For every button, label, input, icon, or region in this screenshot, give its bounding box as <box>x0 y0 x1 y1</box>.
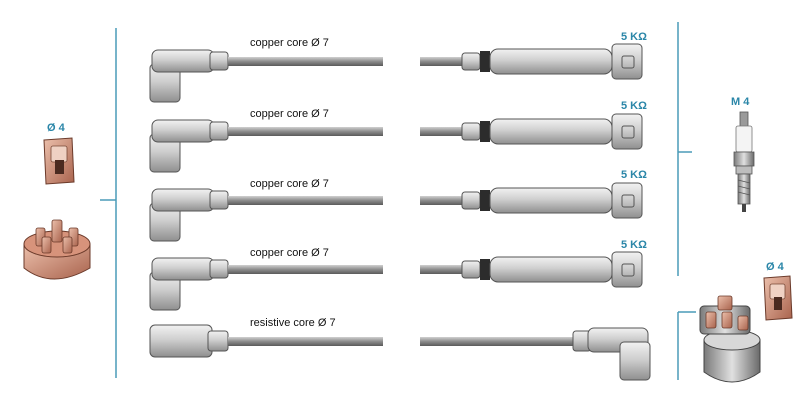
cable-resistance: 5 KΩ <box>621 31 647 43</box>
right-rotor-label: Ø 4 <box>766 261 785 273</box>
straight-boot-icon <box>461 251 643 288</box>
cable-row: resistive core Ø 7 <box>149 317 651 381</box>
cable-rows: copper core Ø 7 5 KΩ copper core Ø 7 5 K… <box>149 31 651 381</box>
cable-segment <box>228 127 383 136</box>
straight-boot-icon <box>461 182 643 219</box>
cable-row: copper core Ø 7 5 KΩ <box>149 169 647 242</box>
distributor-cap-icon <box>23 219 91 280</box>
angled-boot-icon <box>149 49 229 103</box>
angled-boot-icon <box>572 327 651 381</box>
angled-boot-icon <box>149 119 229 173</box>
cable-segment <box>228 196 383 205</box>
straight-boot-icon <box>461 113 643 150</box>
spark-plug-icon <box>733 111 755 212</box>
left-bracket <box>100 28 117 378</box>
rotor-arm-icon <box>43 137 75 185</box>
straight-boot-icon <box>461 43 643 80</box>
cable-resistance: 5 KΩ <box>621 100 647 112</box>
angled-boot-icon <box>149 257 229 311</box>
angled-boot-icon <box>149 188 229 242</box>
cable-row: copper core Ø 7 5 KΩ <box>149 239 647 311</box>
cable-segment <box>228 337 383 346</box>
cable-label: copper core Ø 7 <box>250 37 329 49</box>
left-rotor-label: Ø 4 <box>47 122 66 134</box>
cable-row: copper core Ø 7 5 KΩ <box>149 31 647 103</box>
cable-row: copper core Ø 7 5 KΩ <box>149 100 647 173</box>
right-components: M 4 Ø 4 <box>699 96 793 383</box>
rotor-arm-icon <box>763 275 793 321</box>
cable-label: copper core Ø 7 <box>250 247 329 259</box>
cable-label: copper core Ø 7 <box>250 108 329 120</box>
cable-segment <box>228 265 383 274</box>
cable-label: resistive core Ø 7 <box>250 317 336 329</box>
cable-resistance: 5 KΩ <box>621 169 647 181</box>
cable-resistance: 5 KΩ <box>621 239 647 251</box>
left-components: Ø 4 <box>23 122 91 280</box>
ignition-coil-icon <box>699 295 761 383</box>
cable-segment <box>228 57 383 66</box>
cable-segment <box>420 337 575 346</box>
cable-label: copper core Ø 7 <box>250 178 329 190</box>
right-bracket <box>677 22 696 380</box>
spark-plug-label: M 4 <box>731 96 750 108</box>
straight-boot-icon <box>149 324 229 358</box>
